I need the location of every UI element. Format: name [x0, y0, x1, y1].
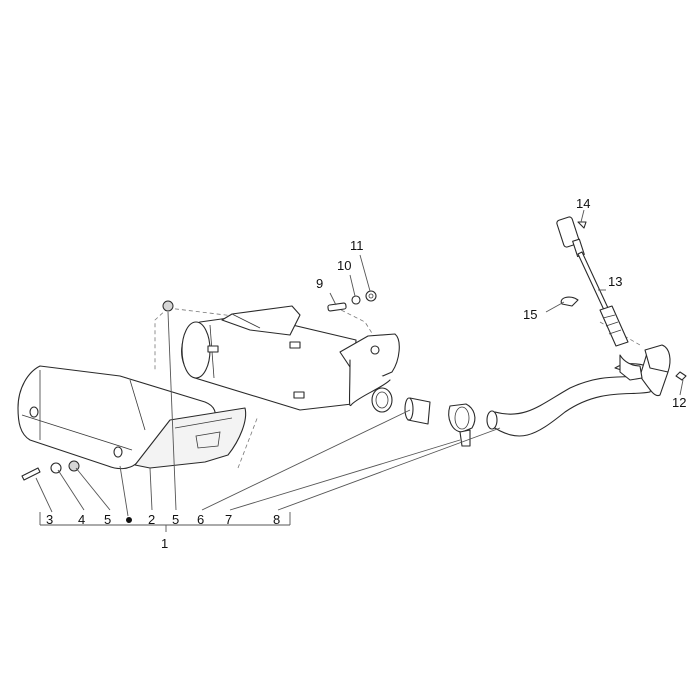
- oxygen-sensor: [556, 216, 629, 347]
- clip-14: [577, 221, 587, 229]
- silencer: [181, 305, 400, 413]
- sleeve: [404, 397, 431, 425]
- callout-4: 4: [78, 512, 85, 527]
- callout-12: 12: [672, 395, 686, 410]
- nut-5-top: [162, 300, 174, 312]
- clip-15: [560, 296, 579, 307]
- callout-7: 7: [225, 512, 232, 527]
- callout-5-right: 5: [172, 512, 179, 527]
- callout-11: 11: [350, 238, 364, 253]
- callout-14: 14: [576, 196, 590, 211]
- washer-10: [351, 295, 361, 305]
- callout-3: 3: [46, 512, 53, 527]
- callout-2: 2: [148, 512, 155, 527]
- callout-10: 10: [337, 258, 351, 273]
- assembly-dot: [126, 517, 132, 523]
- lower-shield-plate: [134, 407, 247, 469]
- callout-1: 1: [161, 536, 168, 551]
- leader-lines: [35, 209, 684, 532]
- heat-shield: [17, 365, 216, 470]
- callout-9: 9: [316, 276, 323, 291]
- callout-5-left: 5: [104, 512, 111, 527]
- bolt-9: [327, 302, 347, 312]
- callouts: 1 2 3 4 5 5 6 7 8 9 10 11 12 13 14 15: [46, 196, 686, 551]
- callout-8: 8: [273, 512, 280, 527]
- washer-11: [365, 290, 377, 302]
- callout-6: 6: [197, 512, 204, 527]
- callout-13: 13: [608, 274, 622, 289]
- screw-3: [21, 467, 41, 481]
- callout-15: 15: [523, 307, 537, 322]
- clamp: [448, 403, 476, 447]
- gasket-12: [675, 371, 687, 381]
- exhaust-pipe: [486, 344, 671, 437]
